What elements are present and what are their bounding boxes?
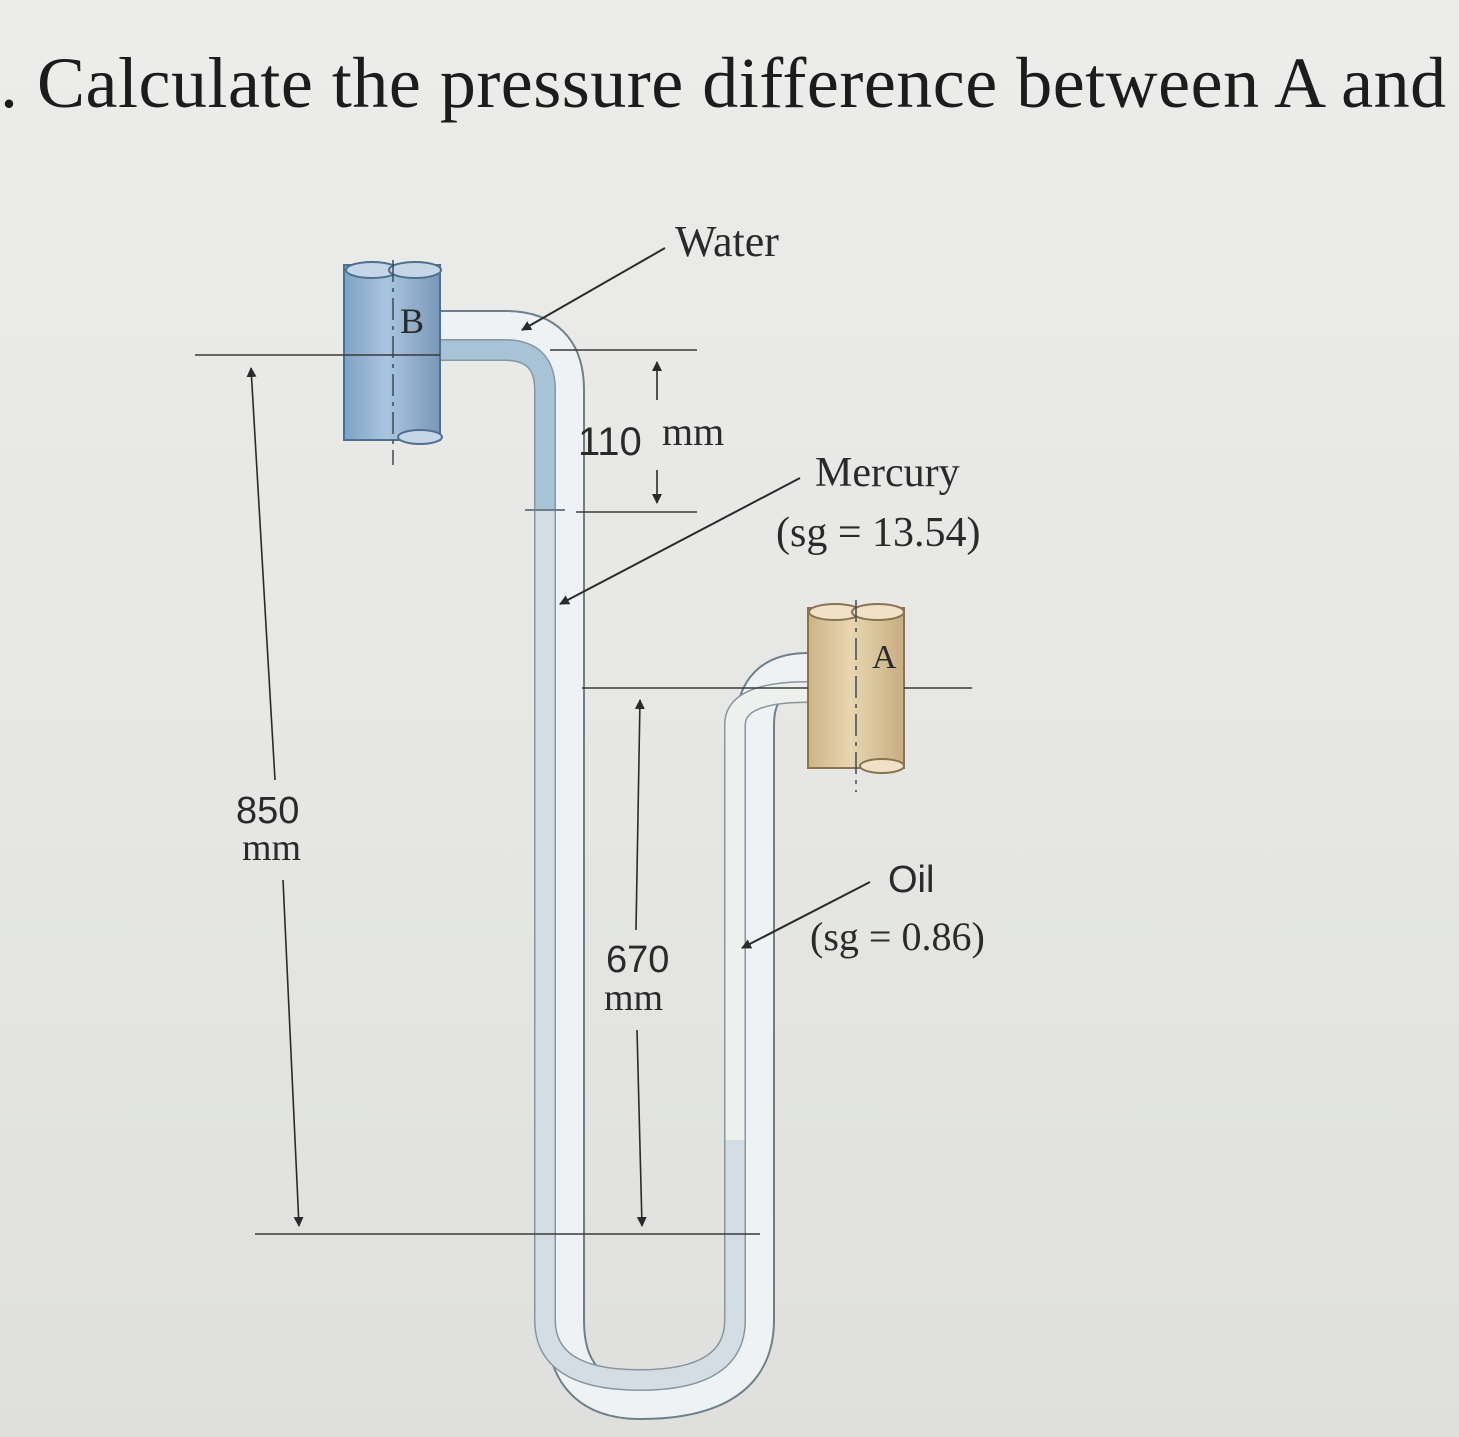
dim-850-arrow-up [246,367,276,781]
oil-leader [741,881,871,949]
pipe-b-top-right-cap [388,261,442,279]
reference-lines [195,349,972,1235]
mercury-column [535,510,745,1390]
pipe-b-body [343,264,441,441]
dim-670-arrow-down [636,1029,647,1227]
oil-sg: (sg = 0.86) [810,914,985,959]
dim-850-value: 850 [236,790,299,832]
pipe-a-label: A [872,639,897,676]
oil-callout: Oil (sg = 0.86) [741,859,985,959]
pipe-a-top-right-cap [851,603,905,621]
pipe-a-bottom-cap [859,758,905,774]
pipe-b-bottom-cap [397,429,443,445]
question-text: . Calculate the pressure difference betw… [0,43,1459,123]
oil-label: Oil [888,859,934,901]
pipe-b: B [343,260,443,465]
tube-glass [440,312,809,1419]
mercury-leader [559,477,801,605]
mercury-sg: (sg = 13.54) [776,510,981,556]
dim-110-value: 110 [578,420,642,464]
pipe-b-label: B [400,301,424,341]
dim-670-value: 670 [606,939,669,981]
dim-850-arrow-down [282,879,304,1227]
mercury-label: Mercury [815,450,960,496]
water-leader [521,247,666,331]
dim-670-arrow-up [634,699,645,931]
water-callout: Water [521,217,779,331]
water-label: Water [675,217,779,266]
dimension-670: 670 mm [604,699,669,1227]
pipe-a: A [807,600,905,792]
water-column [440,340,555,510]
oil-column [725,682,809,1140]
mercury-callout: Mercury (sg = 13.54) [559,450,981,605]
dim-110-unit: mm [662,409,724,454]
dimension-110: 110 mm [578,361,724,504]
dim-850-unit: mm [242,827,301,869]
dimension-850: 850 mm [236,367,304,1227]
manometer-tube [440,310,809,1421]
dim-670-unit: mm [604,977,663,1019]
